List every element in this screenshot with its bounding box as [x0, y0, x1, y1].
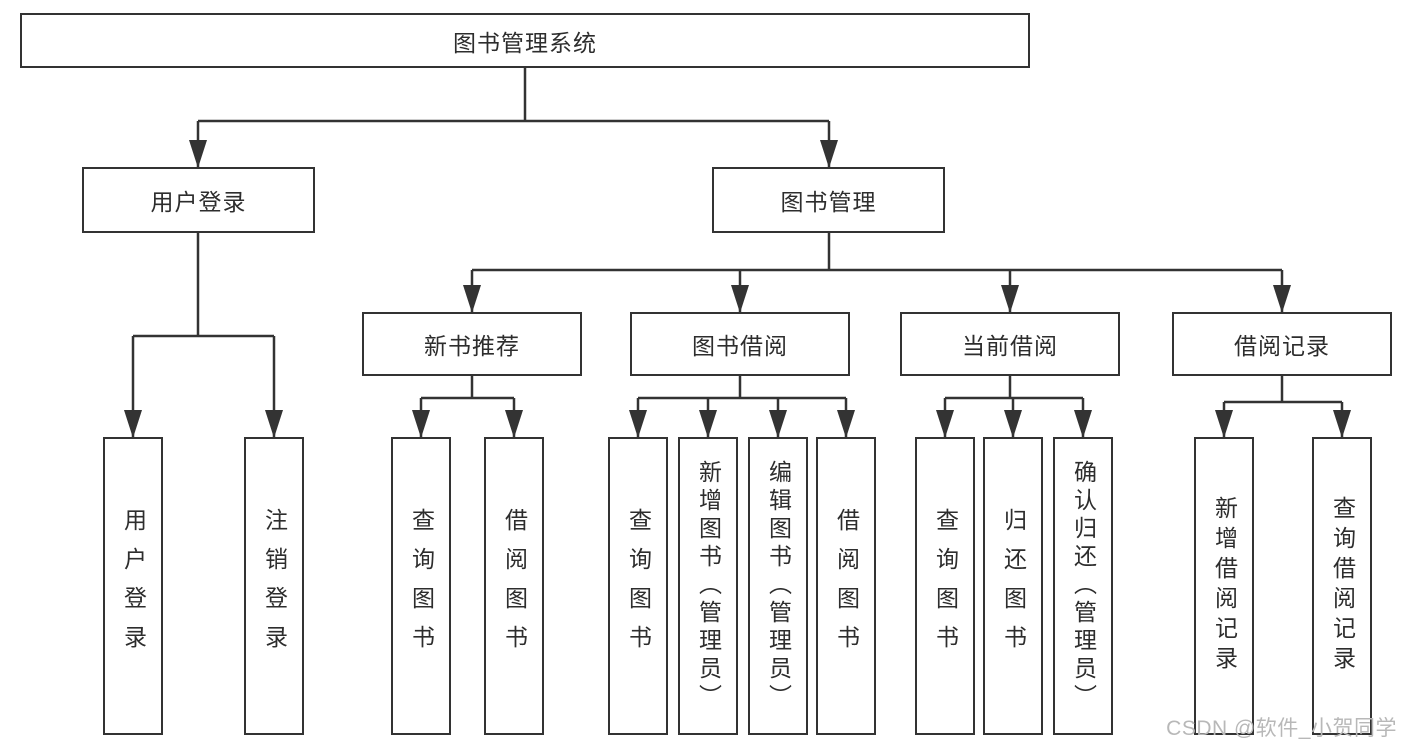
leaf-borrow-books: 借阅图书 — [816, 437, 876, 735]
node-borrow-records-label: 借阅记录 — [1234, 333, 1330, 359]
leaf-query-books-recommend: 查询图书 — [391, 437, 451, 735]
leaf-return-book-label: 归还图书 — [1000, 508, 1027, 664]
node-root: 图书管理系统 — [20, 13, 1030, 68]
leaf-add-book-admin: 新增图书（管理员） — [678, 437, 738, 735]
node-book-management: 图书管理 — [712, 167, 945, 233]
node-root-label: 图书管理系统 — [453, 29, 597, 56]
leaf-borrow-books-recommend-label: 借阅图书 — [501, 508, 528, 664]
leaf-edit-book-admin-label: 编辑图书（管理员） — [765, 460, 792, 712]
leaf-confirm-return-admin: 确认归还（管理员） — [1053, 437, 1113, 735]
leaf-user-login-label: 用户登录 — [120, 508, 147, 664]
node-new-book-recommend-label: 新书推荐 — [424, 333, 520, 359]
node-user-login: 用户登录 — [82, 167, 315, 233]
leaf-edit-book-admin: 编辑图书（管理员） — [748, 437, 808, 735]
leaf-add-borrow-record: 新增借阅记录 — [1194, 437, 1254, 735]
leaf-query-books-current: 查询图书 — [915, 437, 975, 735]
csdn-watermark: CSDN @软件_小贺同学 — [1166, 717, 1397, 740]
leaf-confirm-return-admin-label: 确认归还（管理员） — [1070, 460, 1097, 712]
leaf-borrow-books-recommend: 借阅图书 — [484, 437, 544, 735]
leaf-logout-label: 注销登录 — [261, 508, 288, 664]
node-new-book-recommend: 新书推荐 — [362, 312, 582, 376]
leaf-return-book: 归还图书 — [983, 437, 1043, 735]
leaf-borrow-books-label: 借阅图书 — [833, 508, 860, 664]
node-borrow-records: 借阅记录 — [1172, 312, 1392, 376]
leaf-query-books-borrow-label: 查询图书 — [625, 508, 652, 664]
leaf-query-books-borrow: 查询图书 — [608, 437, 668, 735]
leaf-query-borrow-record: 查询借阅记录 — [1312, 437, 1372, 735]
node-current-borrow-label: 当前借阅 — [962, 333, 1058, 359]
leaf-query-books-current-label: 查询图书 — [932, 508, 959, 664]
leaf-add-book-admin-label: 新增图书（管理员） — [695, 460, 722, 712]
leaf-user-login: 用户登录 — [103, 437, 163, 735]
node-user-login-label: 用户登录 — [150, 189, 247, 215]
leaf-add-borrow-record-label: 新增借阅记录 — [1211, 496, 1238, 676]
leaf-query-books-recommend-label: 查询图书 — [408, 508, 435, 664]
leaf-query-borrow-record-label: 查询借阅记录 — [1329, 496, 1356, 676]
node-book-borrow-label: 图书借阅 — [692, 333, 788, 359]
node-book-management-label: 图书管理 — [780, 189, 877, 215]
node-current-borrow: 当前借阅 — [900, 312, 1120, 376]
node-book-borrow: 图书借阅 — [630, 312, 850, 376]
leaf-logout: 注销登录 — [244, 437, 304, 735]
